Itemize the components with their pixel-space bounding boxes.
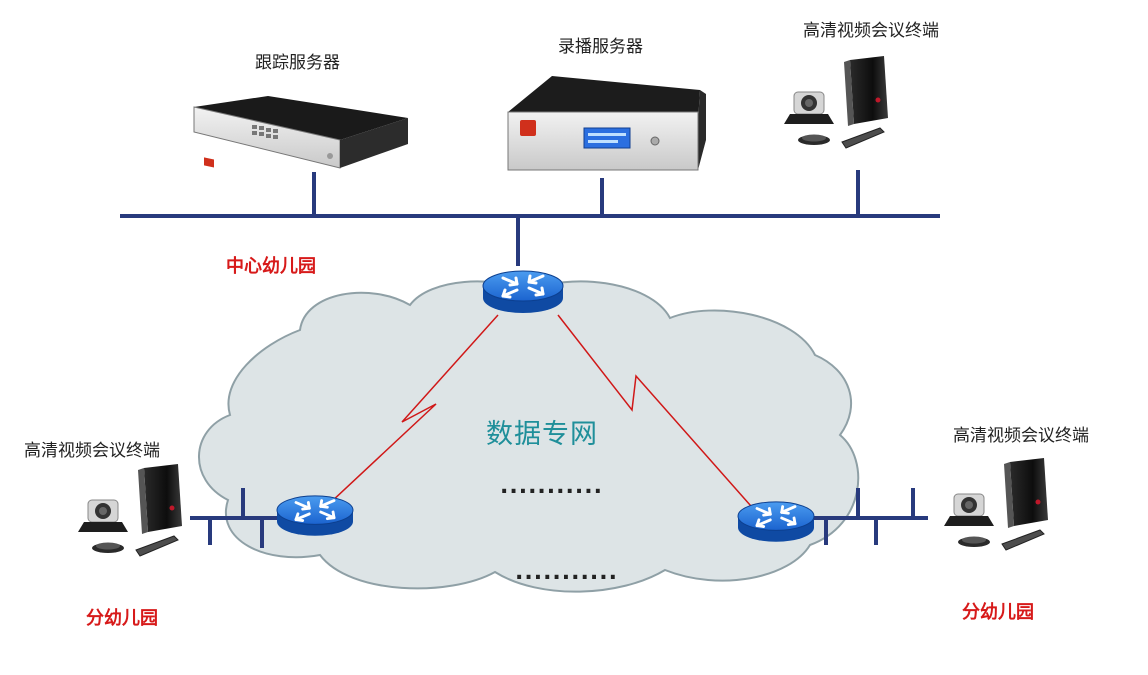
ellipsis-lower: ........... xyxy=(515,560,618,585)
router-icon xyxy=(275,494,355,538)
rack-server-icon xyxy=(507,76,706,171)
network-label: 数据专网 xyxy=(486,419,598,450)
wan-link-left xyxy=(314,314,499,518)
branch-right-label: 分幼儿园 xyxy=(962,602,1034,623)
router-icon xyxy=(736,500,816,544)
ellipsis-upper: ........... xyxy=(500,474,603,499)
wan-link-right xyxy=(557,314,759,515)
branch-left-label: 分幼儿园 xyxy=(86,608,158,629)
center-kindergarten-label: 中心幼儿园 xyxy=(226,256,316,277)
rack-server-icon xyxy=(193,96,408,169)
video-conference-terminal-icon xyxy=(783,55,889,149)
router-icon xyxy=(481,269,565,315)
hd-terminal-left-label: 高清视频会议终端 xyxy=(24,441,160,461)
video-conference-terminal-icon xyxy=(77,463,183,557)
recording-server-label: 录播服务器 xyxy=(558,37,643,57)
tracking-server-label: 跟踪服务器 xyxy=(255,53,340,73)
video-conference-terminal-icon xyxy=(943,457,1049,551)
hd-terminal-top-label: 高清视频会议终端 xyxy=(803,21,939,41)
hd-terminal-right-label: 高清视频会议终端 xyxy=(953,426,1089,446)
